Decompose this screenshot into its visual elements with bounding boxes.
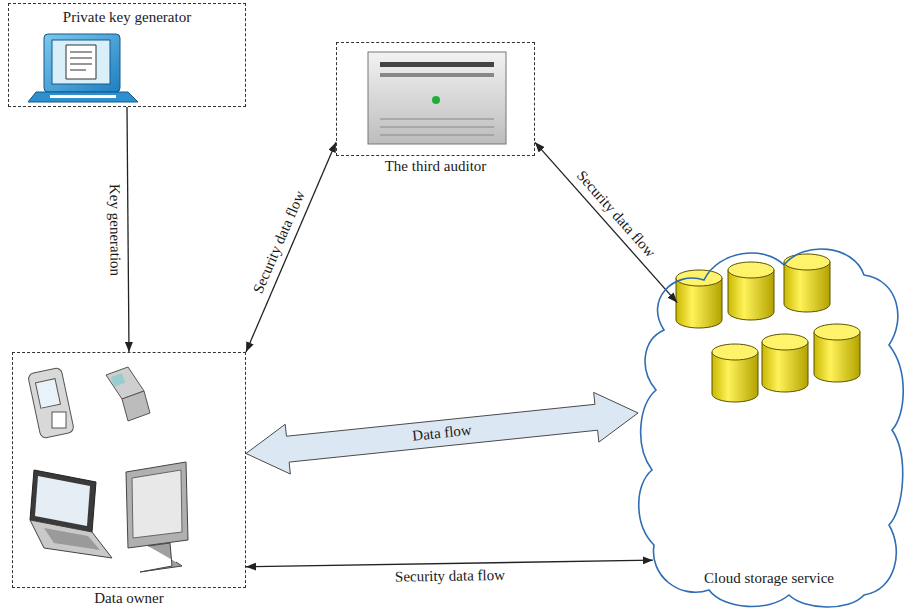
edge-label: Security data flow <box>573 167 658 260</box>
flow-arrow <box>246 142 336 352</box>
auditor-box: The third auditor <box>336 42 535 156</box>
flow-arrow <box>246 560 653 567</box>
key-generator-box: Private key generator <box>8 3 246 107</box>
computer-icon <box>28 34 138 102</box>
data-flow-arrow <box>246 392 638 474</box>
cloud-storage: Cloud storage service <box>634 240 904 608</box>
auditor-server <box>368 52 506 144</box>
edge-label: Security data flow <box>250 188 309 296</box>
node-label: Private key generator <box>0 9 275 26</box>
edge-label: Key generation <box>106 184 123 276</box>
flow-arrow <box>127 107 129 352</box>
node-label: Data owner <box>0 590 275 607</box>
cloud-shape <box>639 249 904 607</box>
storage-cylinders <box>676 254 860 402</box>
edge-label: Data flow <box>412 422 473 445</box>
cloud-outline <box>634 240 904 608</box>
edge-label: Security data flow <box>395 567 505 585</box>
device-icons <box>28 367 188 572</box>
node-label: Cloud storage service <box>604 570 911 587</box>
node-label: The third auditor <box>307 158 564 175</box>
flow-arrow <box>535 142 677 302</box>
data-owner-box: Data owner <box>12 352 246 588</box>
